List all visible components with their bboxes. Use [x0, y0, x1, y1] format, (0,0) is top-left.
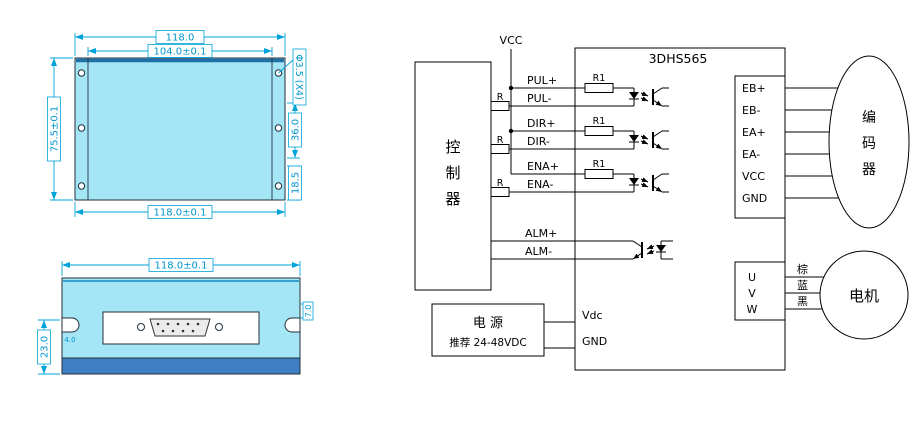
wire-color-label: 黑 — [797, 295, 808, 308]
encoder-label-char: 码 — [862, 136, 876, 152]
motor-circle — [819, 250, 909, 340]
encoder-pin: VCC — [742, 170, 765, 183]
driver-body-top-view — [74, 57, 286, 201]
dim-label: 118.0±0.1 — [155, 261, 208, 272]
encoder-pin: GND — [742, 192, 767, 205]
resistor-r1 — [584, 126, 614, 136]
motor-label: 电机 — [849, 287, 879, 305]
motor-pin: V — [748, 287, 756, 300]
encoder-pin: EA- — [742, 148, 760, 161]
controller-box — [414, 61, 492, 291]
resistor-r-label: R — [497, 135, 504, 146]
wiring-schematic: 3DHS565 控 制 器 VCC R R R R1 R — [414, 34, 910, 371]
encoder-ellipse — [828, 55, 910, 229]
power-box — [431, 303, 545, 357]
encoder-pin: EA+ — [742, 126, 766, 139]
signal-label: PUL- — [527, 92, 552, 105]
mech-side-view: 118.0±0.1 23.0 — [37, 258, 314, 375]
encoder-pin: EB- — [742, 104, 760, 117]
resistor-r — [490, 101, 510, 111]
resistor-r — [490, 144, 510, 154]
dim-slot-label: 4.0 — [64, 336, 75, 344]
signal-label: ALM+ — [525, 227, 557, 240]
controller-label-char: 控 — [445, 138, 460, 156]
dim-label: 23.0 — [40, 336, 51, 358]
db9-connector — [137, 318, 223, 337]
power-name: 电 源 — [473, 316, 503, 331]
wire-color-label: 棕 — [797, 262, 808, 276]
driver-title: 3DHS565 — [649, 51, 708, 66]
mounting-slot-right — [284, 317, 301, 333]
signal-label: DIR- — [527, 135, 550, 148]
power-wires — [544, 321, 575, 349]
baseplate-band — [61, 357, 301, 375]
mech-top-view: 118.0 104.0±0.1 75.5±0.1 — [47, 30, 307, 219]
controller-label-char: 制 — [445, 164, 460, 182]
resistor-r1 — [584, 83, 614, 93]
dim-label: 75.5±0.1 — [50, 106, 61, 153]
wire-color-label: 蓝 — [797, 279, 808, 292]
mounting-hole — [274, 182, 283, 190]
gnd-terminal-label: GND — [582, 335, 607, 348]
dim-right-lower: 18.5 — [287, 165, 302, 201]
controller-label-char: 器 — [445, 190, 460, 208]
signal-label: DIR+ — [527, 117, 556, 130]
signal-label: ENA- — [527, 178, 553, 191]
resistor-r1-label: R1 — [593, 73, 606, 84]
dim-side-right: 7.0 — [300, 301, 314, 321]
dim-label: 36.0 — [291, 119, 302, 141]
encoder-label-char: 器 — [862, 162, 876, 178]
dim-top-view-bottom-width: 118.0±0.1 — [74, 202, 286, 219]
resistor-r — [490, 187, 510, 197]
mounting-hole — [77, 69, 86, 77]
vdc-terminal-label: Vdc — [582, 309, 603, 322]
junction-dot — [508, 85, 514, 91]
dim-right-upper: 36.0 — [287, 102, 302, 159]
vcc-label: VCC — [500, 34, 523, 47]
encoder-label-char: 编 — [862, 110, 876, 126]
dim-label: 118.0±0.1 — [154, 208, 207, 219]
mounting-hole — [77, 124, 86, 132]
dim-top-outer-width: 118.0 — [74, 30, 286, 56]
dim-label: 104.0±0.1 — [154, 47, 207, 58]
power-note: 推荐 24-48VDC — [449, 336, 526, 349]
mounting-hole — [77, 182, 86, 190]
dim-side-height: 23.0 — [37, 319, 60, 375]
resistor-r-label: R — [497, 92, 504, 103]
dim-label: 7.0 — [304, 305, 313, 318]
resistor-r-label: R — [497, 178, 504, 189]
junction-dot — [508, 128, 514, 134]
motor-pin: U — [748, 271, 756, 284]
dim-label: 118.0 — [166, 33, 195, 44]
signal-label: ALM- — [525, 245, 552, 258]
dim-side-width: 118.0±0.1 — [61, 258, 301, 276]
resistor-r1 — [584, 169, 614, 179]
dim-left-height: 75.5±0.1 — [47, 57, 73, 201]
signal-label: ENA+ — [527, 160, 559, 173]
signal-label: PUL+ — [527, 74, 557, 87]
mounting-hole — [274, 124, 283, 132]
encoder-terminal-box — [734, 75, 786, 219]
motor-terminal-box — [734, 261, 786, 321]
dim-hole-callout: Φ3.5 (X4) — [278, 48, 307, 106]
dim-label: 18.5 — [291, 172, 302, 194]
encoder-pin: EB+ — [742, 82, 766, 95]
dim-top-inner-width: 104.0±0.1 — [87, 44, 273, 58]
motor-pin: W — [747, 303, 758, 316]
resistor-r1-label: R1 — [593, 116, 606, 127]
resistor-r1-label: R1 — [593, 159, 606, 170]
mounting-slot-left — [61, 317, 80, 333]
dim-label: Φ3.5 (X4) — [293, 54, 304, 100]
